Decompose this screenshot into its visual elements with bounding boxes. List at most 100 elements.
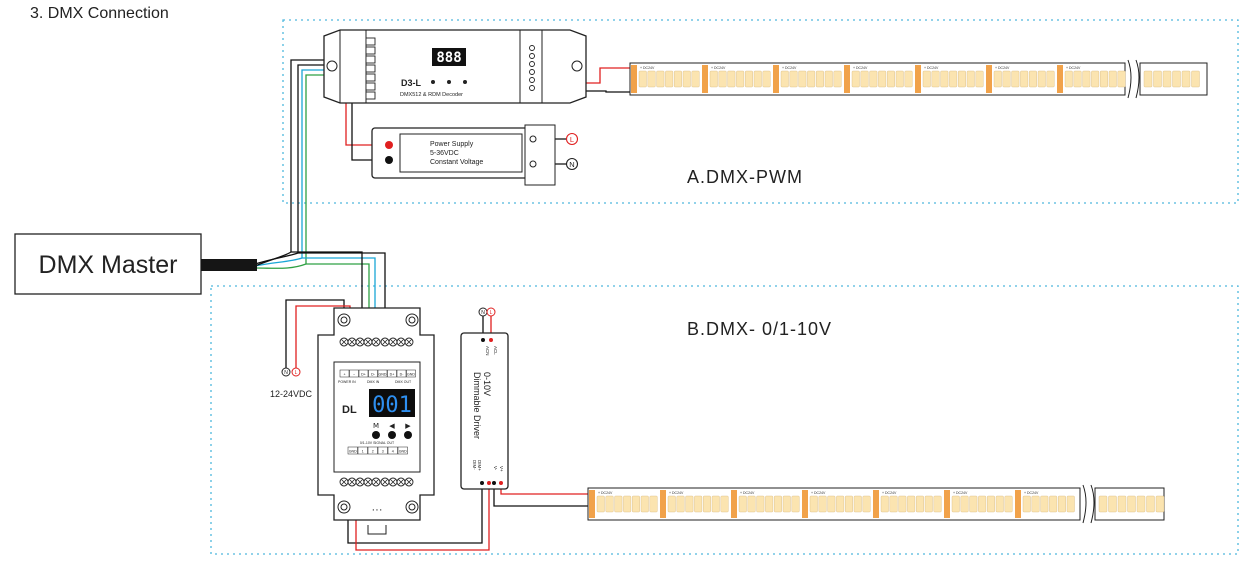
screw-slot: [406, 339, 412, 345]
strip-led: [1073, 70, 1082, 88]
strip-led: [720, 495, 729, 513]
strip-led: [993, 70, 1002, 88]
strip-led: [605, 495, 614, 513]
live-symbol-b-text: L: [295, 370, 298, 376]
strip-led: [1155, 495, 1165, 513]
strip-led: [1082, 70, 1091, 88]
decoder-b-dmx-in-caption: DMX IN: [367, 380, 380, 384]
strip-led: [827, 495, 836, 513]
strip-led: [995, 495, 1004, 513]
decoder-a-subtitle: DMX512 & RDM Decoder: [400, 92, 463, 98]
strip-a-voltage-label: + DC24V: [640, 66, 655, 70]
screw-slot: [390, 339, 396, 345]
strip-led: [1099, 70, 1108, 88]
strip-led: [789, 70, 798, 88]
bottom-terminal-label: 3: [382, 450, 384, 454]
strip-led: [762, 70, 771, 88]
strip-a-voltage-label: + DC24V: [995, 66, 1010, 70]
page-title: 3. DMX Connection: [30, 5, 169, 22]
bottom-terminal-label: GND: [399, 450, 407, 454]
decoder-b-bottom-screws: [339, 477, 414, 487]
psu-line-1: Power Supply: [430, 141, 474, 148]
strip-led: [1002, 70, 1011, 88]
strip-led: [966, 70, 975, 88]
strip-led: [649, 495, 658, 513]
strip-a-voltage-label: + DC24V: [853, 66, 868, 70]
strip-led: [931, 70, 940, 88]
neutral-symbol-b-text: N: [284, 370, 288, 376]
strip-led: [845, 495, 853, 513]
driver-title-1: 0-10V: [482, 372, 492, 396]
strip-led: [647, 70, 656, 88]
decoder-b-button[interactable]: [404, 431, 412, 439]
screw-slot: [357, 339, 363, 345]
decoder-b-button-label: ▶: [405, 422, 411, 430]
top-terminal-label: D+: [390, 373, 395, 377]
strip-led: [1191, 70, 1200, 88]
strip-cut-pad: [873, 490, 879, 518]
strip-led: [1031, 495, 1040, 513]
strip-led: [685, 495, 694, 513]
strip-led: [922, 70, 931, 88]
decoder-a-model: D3-L: [401, 78, 422, 88]
strip-led: [614, 495, 623, 513]
strip-led: [836, 495, 845, 513]
strip-led: [756, 495, 765, 513]
strip-b-voltage-label: + DC24V: [669, 491, 684, 495]
strip-led: [818, 495, 827, 513]
strip-led: [889, 495, 898, 513]
decoder-b-power-caption: POWER IN: [338, 380, 356, 384]
live-symbol-a-text: L: [570, 135, 574, 144]
strip-led: [1004, 495, 1013, 513]
strip-a-voltage-label: + DC24V: [711, 66, 726, 70]
strip-b-voltage-label: + DC24V: [882, 491, 897, 495]
strip-led: [809, 495, 818, 513]
screw-slot: [382, 339, 388, 345]
decoder-a-display-text: 888: [436, 50, 461, 66]
strip-led: [1011, 70, 1020, 88]
live-symbol-c: [486, 307, 496, 317]
strip-led: [694, 495, 703, 513]
strip-led: [745, 70, 753, 88]
strip-led: [960, 495, 969, 513]
led-strip-b: + DC24V+ DC24V+ DC24V+ DC24V+ DC24V+ DC2…: [587, 484, 1165, 524]
strip-led: [676, 495, 685, 513]
strip-cut-pad: [1015, 490, 1021, 518]
neutral-symbol-a: [565, 157, 579, 171]
power-supply: Power Supply 5-36VDC Constant Voltage: [371, 124, 556, 186]
dmx-master-cable: [201, 259, 257, 271]
strip-led: [987, 495, 995, 513]
strip-led: [949, 70, 958, 88]
strip-led: [596, 495, 605, 513]
strip-b-voltage-label: + DC24V: [811, 491, 826, 495]
strip-led: [898, 495, 907, 513]
strip-led: [1127, 495, 1136, 513]
strip-led: [969, 495, 978, 513]
section-b-label: B.DMX- 0/1-10V: [687, 319, 832, 339]
top-terminal-label: GND: [407, 373, 415, 377]
strip-led: [1108, 495, 1117, 513]
strip-led: [860, 70, 869, 88]
live-symbol-a: [565, 132, 579, 146]
strip-led: [667, 495, 676, 513]
strip-led: [703, 495, 711, 513]
screw-slot: [357, 479, 363, 485]
strip-led: [1064, 70, 1073, 88]
decoder-b-dots: ···: [372, 504, 383, 516]
decoder-b-model: DL: [342, 404, 357, 416]
decoder-b-button[interactable]: [372, 431, 380, 439]
strip-led: [887, 70, 895, 88]
strip-led: [780, 70, 789, 88]
strip-led: [862, 495, 871, 513]
strip-led: [1181, 70, 1191, 88]
strip-led: [1143, 70, 1153, 88]
strip-b-voltage-label: + DC24V: [1024, 491, 1039, 495]
strip-led: [798, 70, 807, 88]
led-strip-a: + DC24V+ DC24V+ DC24V+ DC24V+ DC24V+ DC2…: [629, 59, 1208, 99]
decoder-b-button[interactable]: [388, 431, 396, 439]
strip-cut-pad: [660, 490, 666, 518]
top-terminal-label: −: [353, 373, 355, 377]
decoder-b-dmx-out-caption: DMX OUT: [395, 380, 412, 384]
decoder-b-display: [369, 389, 415, 417]
strip-cut-pad: [986, 65, 992, 93]
